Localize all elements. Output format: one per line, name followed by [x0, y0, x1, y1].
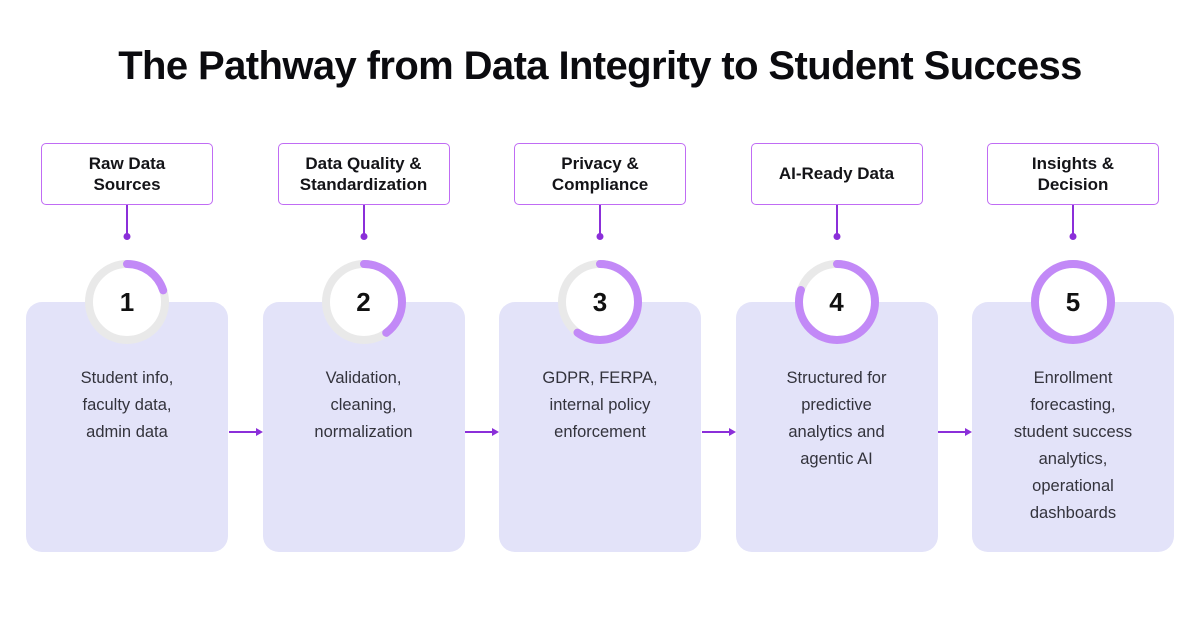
progress-ring-icon [1031, 260, 1115, 344]
down-connector-line [835, 205, 838, 235]
progress-ring-icon [321, 260, 406, 344]
progress-ring-icon [85, 260, 169, 344]
progress-ring: 4 [794, 260, 879, 344]
flow-arrow-icon [228, 428, 263, 436]
stage-number: 2 [356, 286, 371, 317]
stage-label: Privacy & Compliance [551, 153, 649, 194]
stage-description: Student info, faculty data, admin data [80, 369, 174, 441]
stage-number: 3 [592, 286, 608, 317]
stage-label: Insights & Decision [1031, 153, 1115, 194]
progress-ring-icon [558, 260, 642, 344]
stage-label-box: Insights & Decision [987, 143, 1159, 205]
stage-card: Enrollment forecasting, student success … [972, 302, 1174, 552]
stage-number: 5 [1065, 286, 1081, 317]
stage-number: 4 [829, 286, 844, 317]
stage-label-box: Privacy & Compliance [514, 143, 686, 205]
stage-column: Data Quality & Standardization 2 Validat… [262, 143, 465, 552]
stage-column: Raw Data Sources 1 Student info, faculty… [26, 143, 228, 552]
progress-ring: 3 [558, 260, 642, 344]
stage-description: Structured for predictive analytics and … [786, 369, 887, 468]
down-connector-line [1072, 205, 1074, 235]
stage-label: Data Quality & Standardization [299, 153, 428, 194]
stage-label-box: Raw Data Sources [41, 143, 213, 205]
down-connector-line [362, 205, 365, 235]
stage-column: Insights & Decision 5 Enrollment forecas… [972, 143, 1174, 552]
pipeline-flow: Raw Data Sources 1 Student info, faculty… [26, 143, 1174, 552]
progress-ring: 2 [321, 260, 406, 344]
stage-number: 1 [119, 286, 135, 317]
stage-column: AI-Ready Data 4 Structured for predictiv… [735, 143, 938, 552]
stage-label-box: AI-Ready Data [750, 143, 923, 205]
progress-ring: 1 [85, 260, 169, 344]
flow-arrow-icon [701, 428, 736, 436]
stage-description: Enrollment forecasting, student success … [1013, 369, 1133, 522]
stage-label: AI-Ready Data [778, 164, 895, 184]
flow-arrow-icon [938, 428, 972, 436]
stage-label-box: Data Quality & Standardization [277, 143, 450, 205]
page-title: The Pathway from Data Integrity to Stude… [118, 44, 1082, 88]
stage-card: Structured for predictive analytics and … [735, 302, 938, 552]
progress-ring: 5 [1031, 260, 1115, 344]
stage-description: GDPR, FERPA, internal policy enforcement [542, 369, 658, 441]
down-connector-line [599, 205, 601, 235]
stage-label: Raw Data Sources [88, 153, 166, 194]
stage-description: Validation, cleaning, normalization [314, 369, 413, 441]
progress-ring-icon [794, 260, 879, 344]
stage-column: Privacy & Compliance 3 GDPR, FERPA, inte… [499, 143, 701, 552]
down-connector-line [126, 205, 128, 235]
flow-arrow-icon [465, 428, 499, 436]
